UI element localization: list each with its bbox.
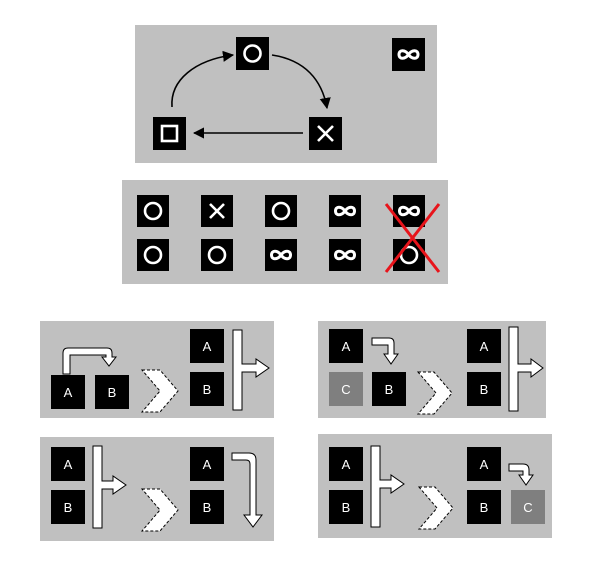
p1-left-b: B [95, 375, 129, 409]
infinity-icon [333, 249, 357, 261]
circle-icon [143, 201, 163, 221]
infinity-icon [397, 205, 421, 217]
p2-bent-arrow [371, 337, 399, 365]
p3-right-b: B [190, 490, 224, 524]
p3-right-a: A [190, 447, 224, 481]
p2-right-a: A [467, 329, 501, 363]
p3-bar-arrow [92, 445, 127, 529]
cross-icon [209, 203, 225, 219]
cycle-cross-tile [309, 117, 342, 150]
red-cross-stroke-2 [384, 203, 441, 273]
p1-right-a: A [190, 329, 224, 363]
cycle-infinity-tile [392, 38, 425, 71]
p1-hook-arrow [62, 347, 118, 375]
p1-left-a: A [51, 375, 85, 409]
p2-right-b: B [467, 372, 501, 406]
grid-r1-c4 [329, 195, 361, 227]
p4-bent-arrow [508, 463, 534, 486]
p2-left-b: B [372, 372, 406, 406]
grid-r2-c4 [329, 239, 361, 271]
square-icon [160, 124, 179, 143]
circle-icon [207, 245, 227, 265]
infinity-icon [333, 205, 357, 217]
p2-bar-arrow [508, 326, 544, 412]
infinity-icon [397, 49, 420, 60]
p4-chevron [417, 486, 454, 530]
p3-left-b: B [51, 490, 85, 524]
grid-r1-c3 [265, 195, 297, 227]
grid-r1-c1 [137, 195, 169, 227]
p4-right-a: A [467, 447, 501, 481]
p2-chevron [416, 371, 453, 415]
circle-icon [143, 245, 163, 265]
circle-icon [271, 201, 291, 221]
infinity-icon [269, 249, 293, 261]
cycle-square-tile [153, 117, 186, 150]
arrow-square-to-circle [171, 50, 235, 108]
p4-right-b: B [467, 490, 501, 524]
p1-bar-arrow [232, 329, 270, 411]
p4-left-a: A [329, 447, 363, 481]
p2-left-c: C [329, 372, 363, 406]
cross-icon [317, 125, 334, 142]
p4-bar-arrow [370, 445, 405, 528]
p4-right-c: C [511, 490, 545, 524]
grid-r2-c1 [137, 239, 169, 271]
p3-chevron [140, 488, 179, 532]
p3-left-a: A [51, 447, 85, 481]
arrow-circle-to-cross [271, 54, 331, 110]
cycle-circle-tile [236, 37, 269, 70]
grid-r1-c2 [201, 195, 233, 227]
p1-chevron [140, 369, 179, 413]
grid-r2-c2 [201, 239, 233, 271]
grid-r2-c3 [265, 239, 297, 271]
circle-icon [243, 44, 262, 63]
p4-left-b: B [329, 490, 363, 524]
p2-left-a: A [329, 329, 363, 363]
p1-right-b: B [190, 372, 224, 406]
p3-down-arrow [231, 452, 263, 528]
